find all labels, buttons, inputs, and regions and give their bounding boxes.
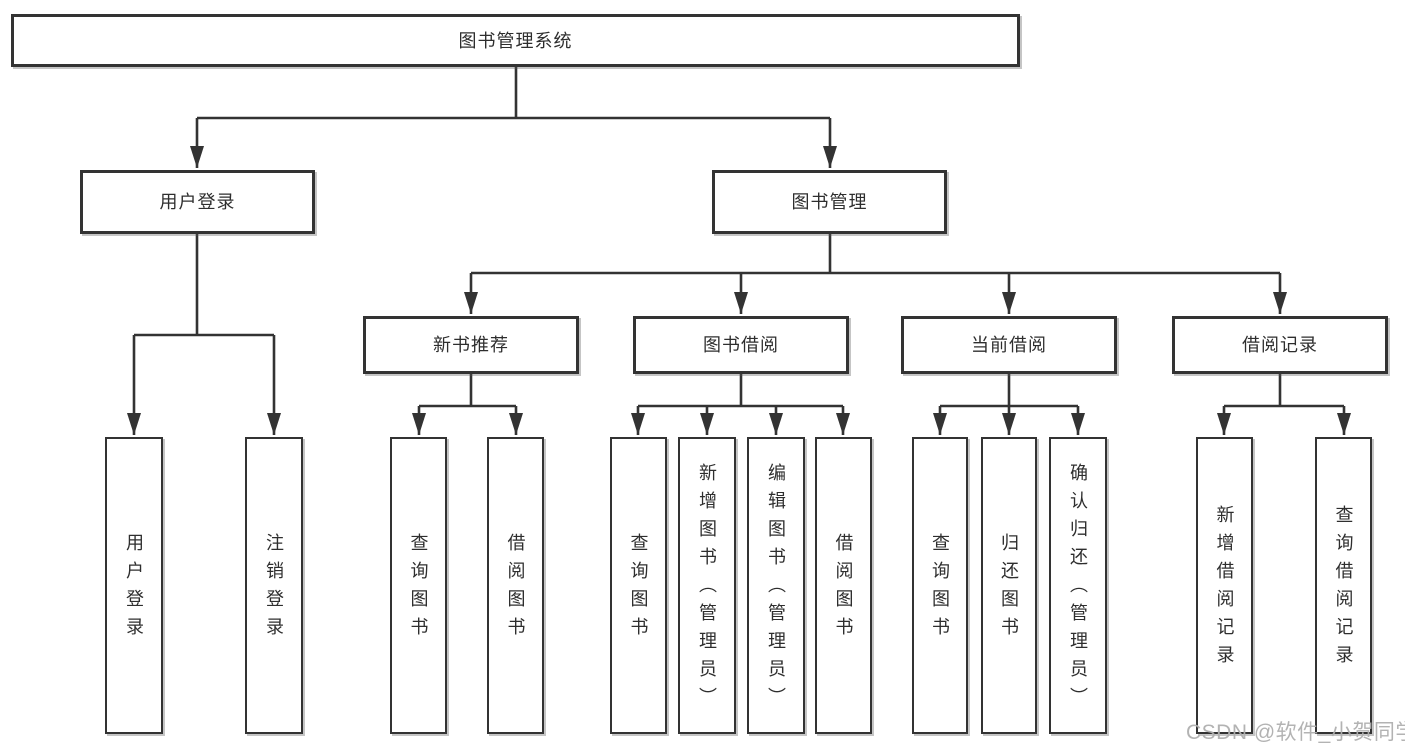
leaf-query-books-current: 查询图书 [912,437,968,734]
leaf-edit-book-admin: 编辑图书（管理员） [747,437,805,734]
node-new-book-recommend: 新书推荐 [363,316,579,374]
leaf-query-books-recommend: 查询图书 [390,437,447,734]
leaf-query-borrow-record: 查询借阅记录 [1315,437,1372,734]
node-user-login: 用户登录 [80,170,315,234]
node-book-management: 图书管理 [712,170,947,234]
leaf-logout: 注销登录 [245,437,303,734]
leaf-add-borrow-record: 新增借阅记录 [1196,437,1253,734]
node-current-borrowing: 当前借阅 [901,316,1117,374]
leaf-add-book-admin: 新增图书（管理员） [678,437,736,734]
leaf-confirm-return-admin: 确认归还（管理员） [1049,437,1107,734]
node-borrowing-records: 借阅记录 [1172,316,1388,374]
leaf-query-books-borrow: 查询图书 [610,437,667,734]
node-book-borrowing: 图书借阅 [633,316,849,374]
node-library-system: 图书管理系统 [11,14,1020,67]
leaf-borrow-books-borrow: 借阅图书 [815,437,872,734]
leaf-return-book: 归还图书 [981,437,1037,734]
csdn-watermark: CSDN @软件_小贺同学 [1186,721,1405,744]
leaf-user-login: 用户登录 [105,437,163,734]
leaf-borrow-books-recommend: 借阅图书 [487,437,544,734]
